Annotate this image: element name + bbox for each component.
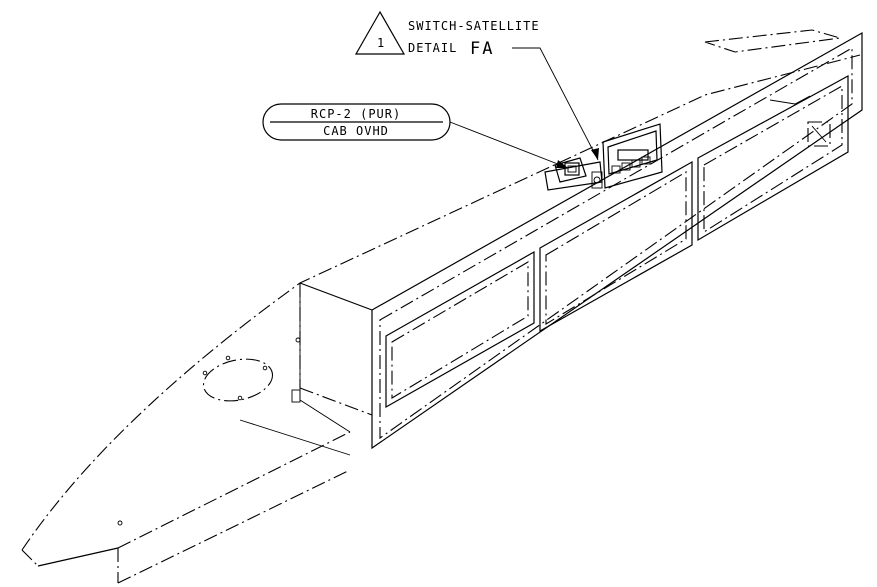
leader-line-switch (512, 47, 599, 161)
console-box-body (291, 282, 373, 416)
overhead-panel-outline (21, 54, 861, 584)
frame-top-cover (704, 29, 841, 53)
side-switch (591, 171, 603, 189)
display-window (617, 149, 649, 161)
leader-arrowhead-rcp (556, 160, 568, 168)
switch-callout-prefix: DETAIL (408, 41, 457, 55)
fastener-hole (117, 520, 123, 526)
switch-satellite-module (591, 123, 663, 189)
switch-button (631, 159, 641, 168)
revision-triangle: 1 (354, 10, 406, 55)
mounting-tab (291, 389, 301, 403)
frame-opening-right (697, 74, 849, 242)
rcp-callout-line1: RCP-2 (PUR) (311, 107, 401, 121)
front-frame (371, 29, 863, 450)
leader-line-rcp (449, 121, 569, 169)
rcp-callout-line2: CAB OVHD (323, 124, 389, 138)
switch-button (641, 156, 651, 165)
revision-number: 1 (377, 36, 384, 50)
fastener-hole (295, 337, 301, 343)
leader-arrowhead-switch (591, 148, 599, 160)
switch-callout-ref: FA (470, 39, 494, 59)
inner-bracket (807, 121, 831, 147)
rcp-callout: RCP-2 (PUR) CAB OVHD (262, 103, 451, 141)
frame-opening-left (385, 250, 535, 409)
frame-opening-middle (539, 160, 693, 333)
round-cutout (117, 355, 274, 526)
switch-callout-line1: SWITCH-SATELLITE (408, 19, 540, 33)
switch-button (621, 162, 631, 171)
switch-button (611, 165, 621, 174)
